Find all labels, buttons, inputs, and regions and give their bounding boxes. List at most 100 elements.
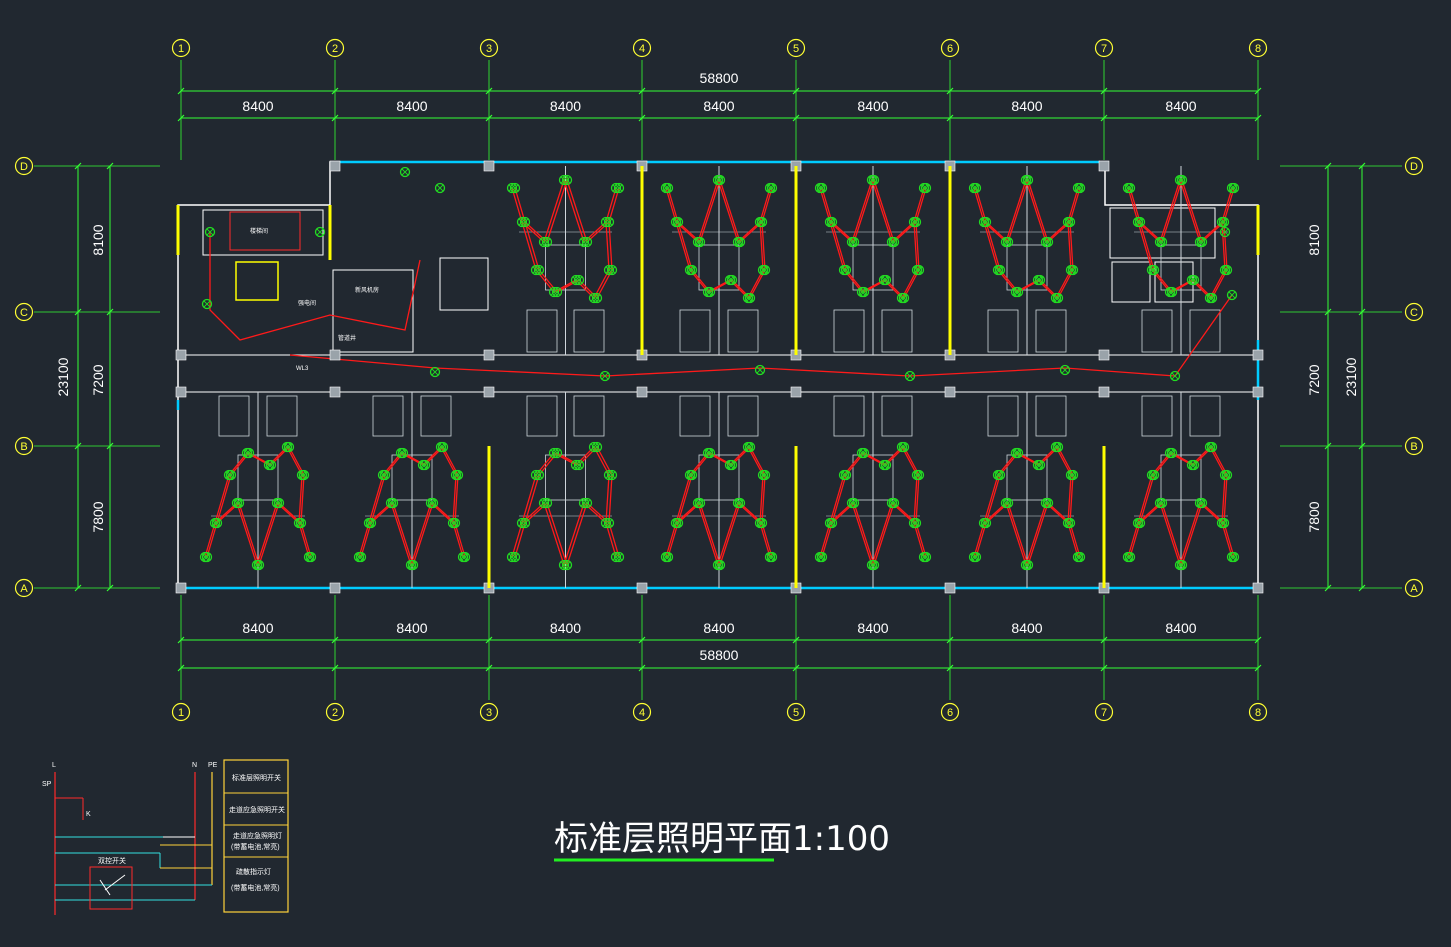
stair-left-label: 楼梯间: [250, 227, 268, 235]
light-fixture: [968, 182, 980, 194]
light-fixture: [1226, 551, 1238, 563]
axis-bubble-left-A: A: [14, 578, 34, 598]
bay-dimension-bottom-4: 8400: [703, 620, 734, 636]
light-fixture: [1174, 174, 1186, 186]
structural-columns: [175, 160, 1264, 594]
svg-text:4: 4: [639, 43, 645, 55]
light-fixture: [908, 517, 920, 529]
light-fixture: [561, 559, 573, 571]
light-fixture: [764, 182, 776, 194]
light-fixture: [908, 216, 920, 228]
light-fixture: [353, 551, 365, 563]
light-fixture: [1219, 264, 1231, 276]
dimension-lines: [74, 87, 1366, 672]
axis-bubble-bottom-2: 2: [325, 702, 345, 722]
axis-bubble-top-6: 6: [940, 38, 960, 58]
svg-text:1: 1: [178, 707, 184, 719]
structural-column: [636, 386, 648, 398]
tag-k: K: [86, 811, 91, 818]
light-fixture: [425, 497, 437, 509]
light-fixture: [888, 236, 900, 248]
light-fixture: [732, 497, 744, 509]
circuit-wire: [821, 177, 927, 244]
light-fixture: [886, 236, 898, 248]
svg-text:A: A: [20, 583, 28, 595]
light-fixture: [662, 551, 674, 563]
light-fixture: [712, 559, 724, 571]
light-fixture: [866, 559, 878, 571]
axis-bubble-left-C: C: [14, 302, 34, 322]
svg-text:8: 8: [1255, 707, 1261, 719]
room-labels: 楼梯间 新风机房 管道井 强电间 WL3: [250, 227, 379, 372]
light-fixture: [918, 182, 930, 194]
light-fixture: [911, 469, 923, 481]
structural-column: [1098, 386, 1110, 398]
left-dimension-3: 7800: [90, 501, 106, 532]
light-fixture: [757, 469, 769, 481]
light-fixture: [613, 182, 625, 194]
light-fixture: [692, 236, 704, 248]
light-fixture: [1134, 517, 1146, 529]
light-fixture: [533, 264, 545, 276]
light-fixture: [435, 441, 447, 453]
light-fixture: [578, 236, 590, 248]
light-fixture: [1042, 236, 1054, 248]
axis-bubble-left-D: D: [14, 156, 34, 176]
light-fixture: [606, 469, 618, 481]
light-fixture: [1204, 441, 1216, 453]
light-fixture: [766, 182, 778, 194]
shaft-label: 管道井: [338, 334, 356, 342]
axis-bubble-top-2: 2: [325, 38, 345, 58]
light-fixture: [530, 469, 542, 481]
light-fixture: [516, 216, 528, 228]
light-fixture: [980, 517, 992, 529]
light-fixture: [866, 174, 878, 186]
svg-text:D: D: [1410, 161, 1418, 173]
axis-bubble-bottom-5: 5: [786, 702, 806, 722]
light-fixture: [1169, 370, 1181, 382]
axis-bubble-bottom-7: 7: [1094, 702, 1114, 722]
light-fixture: [896, 292, 908, 304]
electrical-room-label: 强电间: [298, 299, 316, 307]
light-fixture: [856, 286, 868, 298]
legend-item-4: (带蓄电池,常亮): [231, 842, 280, 851]
light-fixture: [457, 551, 469, 563]
right-dimension-2: 7200: [1306, 364, 1322, 395]
bay-dimension-top-3: 8400: [550, 98, 581, 114]
light-fixture: [209, 517, 221, 529]
circuit-wire: [975, 177, 1081, 244]
light-fixture: [533, 469, 545, 481]
circuit-wire: [821, 501, 927, 568]
light-fixture: [1226, 289, 1238, 301]
circuit-wire: [667, 501, 773, 568]
light-fixture: [766, 551, 778, 563]
light-fixture: [1000, 497, 1012, 509]
light-fixture: [588, 292, 600, 304]
bay-dimension-bottom-6: 8400: [1011, 620, 1042, 636]
left-total-dimension: 23100: [55, 357, 71, 396]
light-fixture: [551, 286, 563, 298]
light-fixture: [573, 274, 585, 286]
light-fixture: [506, 551, 518, 563]
legend-item-5: 疏散指示灯: [236, 867, 271, 876]
svg-text:A: A: [1410, 583, 1418, 595]
light-fixture: [1174, 559, 1186, 571]
light-fixture: [1164, 286, 1176, 298]
light-fixture: [670, 216, 682, 228]
light-fixture: [281, 441, 293, 453]
light-fixture: [1022, 559, 1034, 571]
bay-dimension-bottom-7: 8400: [1165, 620, 1196, 636]
light-fixture: [714, 559, 726, 571]
light-fixture: [858, 447, 870, 459]
axis-bubble-bottom-3: 3: [479, 702, 499, 722]
structural-column: [1098, 160, 1110, 172]
svg-text:1: 1: [178, 43, 184, 55]
light-fixture: [816, 182, 828, 194]
bay-dimension-top-1: 8400: [242, 98, 273, 114]
bay-dimension-bottom-5: 8400: [857, 620, 888, 636]
light-fixture: [1124, 182, 1136, 194]
light-fixture: [303, 551, 315, 563]
light-fixture: [1194, 236, 1206, 248]
light-fixture: [868, 559, 880, 571]
light-fixture: [1176, 174, 1188, 186]
